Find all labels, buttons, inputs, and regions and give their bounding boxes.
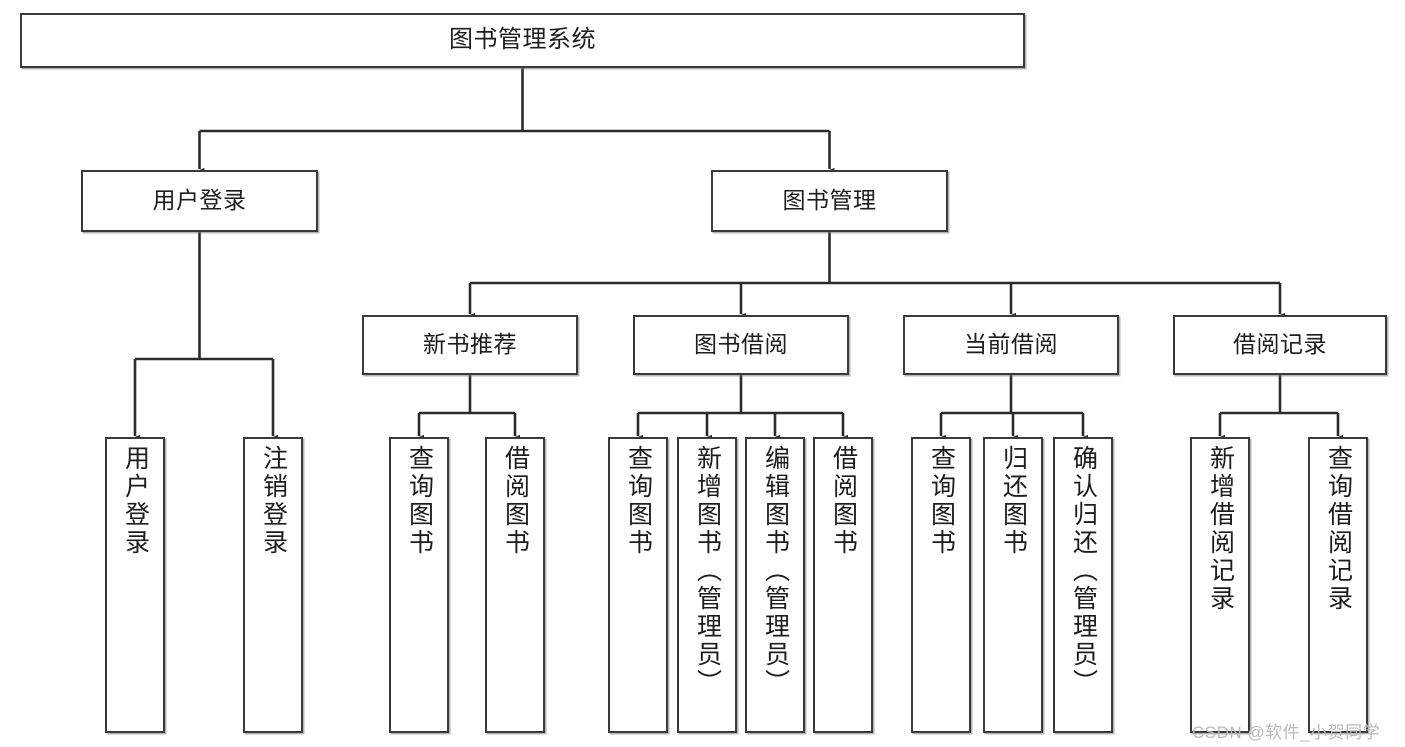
node-leaf-user-logout-label: 注销登录 bbox=[259, 445, 288, 557]
node-leaf-query-book-2-label: 查询图书 bbox=[624, 445, 653, 557]
node-book-manage-label: 图书管理 bbox=[782, 187, 877, 214]
node-root[interactable]: 图书管理系统 bbox=[20, 13, 1025, 68]
node-leaf-query-record[interactable]: 查询借阅记录 bbox=[1308, 437, 1368, 733]
node-current-borrow[interactable]: 当前借阅 bbox=[903, 315, 1119, 375]
node-leaf-add-record[interactable]: 新增借阅记录 bbox=[1190, 437, 1250, 733]
node-leaf-edit-book[interactable]: 编辑图书（管理员） bbox=[745, 437, 805, 733]
node-leaf-confirm-return-label: 确认归还（管理员） bbox=[1069, 445, 1098, 697]
node-leaf-add-book[interactable]: 新增图书（管理员） bbox=[677, 437, 737, 733]
node-book-borrow-label: 图书借阅 bbox=[694, 331, 788, 358]
node-borrow-record-label: 借阅记录 bbox=[1233, 331, 1327, 358]
node-leaf-return-book-label: 归还图书 bbox=[999, 445, 1028, 557]
node-book-borrow[interactable]: 图书借阅 bbox=[633, 315, 849, 375]
node-leaf-query-book-1[interactable]: 查询图书 bbox=[389, 437, 449, 733]
node-leaf-query-book-2[interactable]: 查询图书 bbox=[608, 437, 668, 733]
node-leaf-add-book-label: 新增图书（管理员） bbox=[693, 445, 722, 697]
node-current-borrow-label: 当前借阅 bbox=[964, 331, 1058, 358]
node-leaf-query-book-3[interactable]: 查询图书 bbox=[911, 437, 971, 733]
node-leaf-borrow-book-1-label: 借阅图书 bbox=[501, 445, 530, 557]
node-new-book-rec[interactable]: 新书推荐 bbox=[362, 315, 578, 375]
watermark: CSDN @软件_小贺同学 bbox=[1192, 723, 1381, 742]
node-leaf-borrow-book-2-label: 借阅图书 bbox=[829, 445, 858, 557]
node-leaf-user-login-label: 用户登录 bbox=[121, 445, 150, 557]
node-user-login-label: 用户登录 bbox=[152, 187, 247, 214]
node-leaf-return-book[interactable]: 归还图书 bbox=[983, 437, 1043, 733]
node-borrow-record[interactable]: 借阅记录 bbox=[1173, 315, 1387, 375]
node-leaf-user-login[interactable]: 用户登录 bbox=[105, 437, 165, 733]
node-root-label: 图书管理系统 bbox=[449, 26, 596, 54]
node-leaf-borrow-book-2[interactable]: 借阅图书 bbox=[813, 437, 873, 733]
node-leaf-user-logout[interactable]: 注销登录 bbox=[243, 437, 303, 733]
node-new-book-rec-label: 新书推荐 bbox=[423, 331, 517, 358]
node-leaf-borrow-book-1[interactable]: 借阅图书 bbox=[485, 437, 545, 733]
node-leaf-query-book-3-label: 查询图书 bbox=[927, 445, 956, 557]
node-book-manage[interactable]: 图书管理 bbox=[711, 170, 948, 232]
node-leaf-confirm-return[interactable]: 确认归还（管理员） bbox=[1053, 437, 1113, 733]
node-leaf-query-record-label: 查询借阅记录 bbox=[1324, 445, 1353, 613]
node-leaf-edit-book-label: 编辑图书（管理员） bbox=[761, 445, 790, 697]
node-leaf-add-record-label: 新增借阅记录 bbox=[1206, 445, 1235, 613]
node-user-login[interactable]: 用户登录 bbox=[81, 170, 318, 232]
node-leaf-query-book-1-label: 查询图书 bbox=[405, 445, 434, 557]
